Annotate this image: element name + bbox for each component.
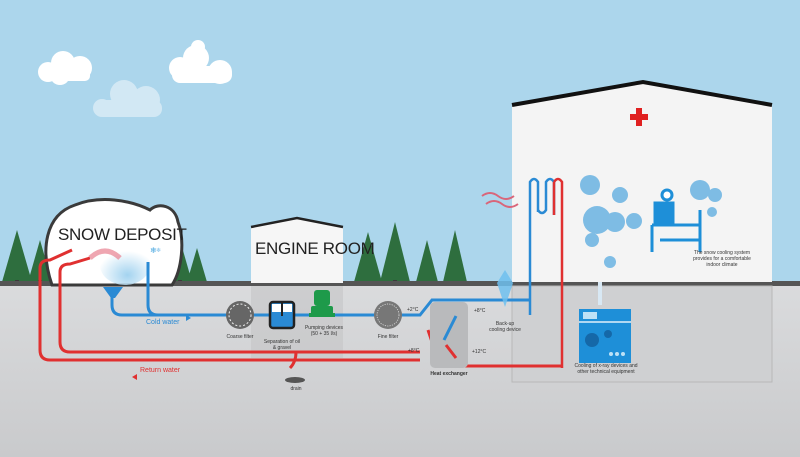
drain-label: drain bbox=[290, 386, 302, 392]
engine-room-roof bbox=[250, 216, 344, 229]
heat-wave-icon bbox=[485, 200, 519, 208]
backup-cooling-label: Back-up cooling device bbox=[489, 321, 521, 333]
drain-pipe bbox=[288, 351, 298, 370]
backup-cooling-icon bbox=[497, 270, 513, 307]
temp-supply-out: +8°C bbox=[474, 308, 486, 314]
fine-filter-label: Fine filter bbox=[377, 334, 399, 340]
heat-exchanger bbox=[430, 302, 468, 368]
indoor-climate-label: The snow cooling system provides for a c… bbox=[693, 250, 751, 268]
heat-wave-icon bbox=[481, 192, 515, 200]
separation-label: Separation of oil & gravel bbox=[263, 339, 301, 351]
coarse-filter-icon bbox=[226, 301, 254, 329]
cloud-icon bbox=[93, 80, 162, 117]
hospital-roof bbox=[511, 79, 773, 107]
xray-label: Cooling of x-ray devices and other techn… bbox=[574, 363, 638, 375]
red-cross-icon bbox=[630, 108, 648, 126]
snow-funnel-icon bbox=[103, 287, 123, 298]
coarse-filter-label: Coarse filter bbox=[226, 334, 254, 340]
radiator-warm-pipe bbox=[552, 177, 564, 368]
snow-deposit-label: SNOW DEPOSIT bbox=[58, 225, 187, 244]
engine-room-building bbox=[251, 218, 343, 283]
return-water-arrow-icon bbox=[132, 374, 137, 380]
temp-after-fine-filter: +2°C bbox=[407, 307, 419, 313]
engine-room-label: ENGINE ROOM bbox=[255, 239, 375, 258]
radiator-cold-pipe bbox=[528, 177, 556, 315]
temp-return-in: +8°C bbox=[408, 348, 420, 354]
snowflake-icon: ❄ bbox=[156, 247, 161, 254]
drain-icon bbox=[285, 377, 305, 383]
return-water-label: Return water bbox=[140, 367, 181, 374]
snowflake-icon: ❄ bbox=[150, 246, 157, 255]
cold-water-pipe-secondary bbox=[146, 262, 159, 317]
hospital-basement bbox=[511, 285, 773, 383]
ground-line bbox=[0, 281, 800, 286]
pumping-label: Pumping devices (50 + 35 l/s) bbox=[304, 325, 344, 337]
heat-exchanger-cold bbox=[442, 315, 458, 341]
separation-tank-icon bbox=[268, 300, 296, 330]
patient-bed-icon bbox=[650, 188, 702, 252]
fine-filter-icon bbox=[374, 301, 402, 329]
heat-exchanger-label: Heat exchanger bbox=[430, 371, 468, 377]
temp-return-hospital: +12°C bbox=[472, 349, 487, 355]
return-spray-icon bbox=[88, 248, 122, 260]
cloud-icon bbox=[38, 51, 92, 85]
return-water-pipe-secondary bbox=[38, 248, 420, 362]
cloud-icon bbox=[169, 40, 232, 84]
tree-icon bbox=[2, 222, 467, 282]
hospital-building bbox=[512, 82, 772, 282]
indoor-cloud-icon bbox=[580, 175, 722, 268]
return-water-pipe bbox=[58, 256, 420, 354]
xray-equipment-icon bbox=[579, 309, 631, 363]
pump-icon bbox=[309, 290, 335, 317]
heat-exchanger-warm bbox=[444, 344, 458, 359]
cold-water-label: Cold water bbox=[146, 319, 180, 326]
cold-water-arrow-icon bbox=[186, 315, 191, 321]
